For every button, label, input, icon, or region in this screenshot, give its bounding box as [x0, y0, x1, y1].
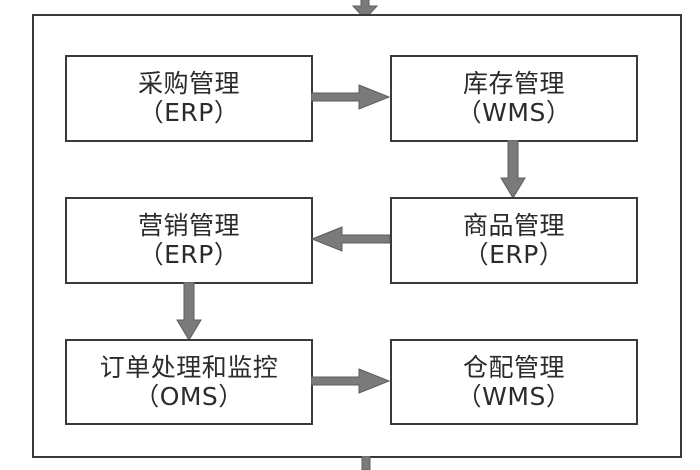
node-subtitle: （ERP）: [138, 98, 240, 127]
node-subtitle: （OMS）: [134, 381, 244, 411]
node-title: 库存管理: [462, 69, 565, 98]
node-title: 采购管理: [137, 69, 240, 98]
node-title: 营销管理: [137, 211, 240, 240]
node-subtitle: （ERP）: [463, 240, 565, 269]
node-subtitle: （WMS）: [456, 98, 572, 127]
node-order-processing-monitoring[interactable]: 订单处理和监控 （OMS）: [65, 339, 313, 425]
node-marketing-management[interactable]: 营销管理 （ERP）: [65, 197, 313, 284]
node-warehouse-distribution-management[interactable]: 仓配管理 （WMS）: [390, 339, 638, 425]
arrow-external-in-down-icon: [351, 0, 379, 20]
node-inventory-management[interactable]: 库存管理 （WMS）: [390, 55, 638, 142]
arrow-goods-to-marketing-left-icon: [311, 226, 391, 252]
arrow-marketing-to-order-down-icon: [176, 282, 202, 342]
arrow-inventory-to-goods-down-icon: [500, 140, 526, 200]
node-title: 仓配管理: [462, 352, 565, 382]
node-title: 商品管理: [462, 211, 565, 240]
node-subtitle: （ERP）: [138, 240, 240, 269]
node-purchase-management[interactable]: 采购管理 （ERP）: [65, 55, 313, 142]
arrow-purchase-to-inventory-right-icon: [311, 84, 391, 110]
node-subtitle: （WMS）: [456, 381, 572, 411]
node-goods-management[interactable]: 商品管理 （ERP）: [390, 197, 638, 284]
arrow-order-to-warehouse-right-icon: [311, 368, 391, 394]
arrow-external-out-down-icon: [361, 456, 371, 470]
node-title: 订单处理和监控: [99, 352, 279, 382]
